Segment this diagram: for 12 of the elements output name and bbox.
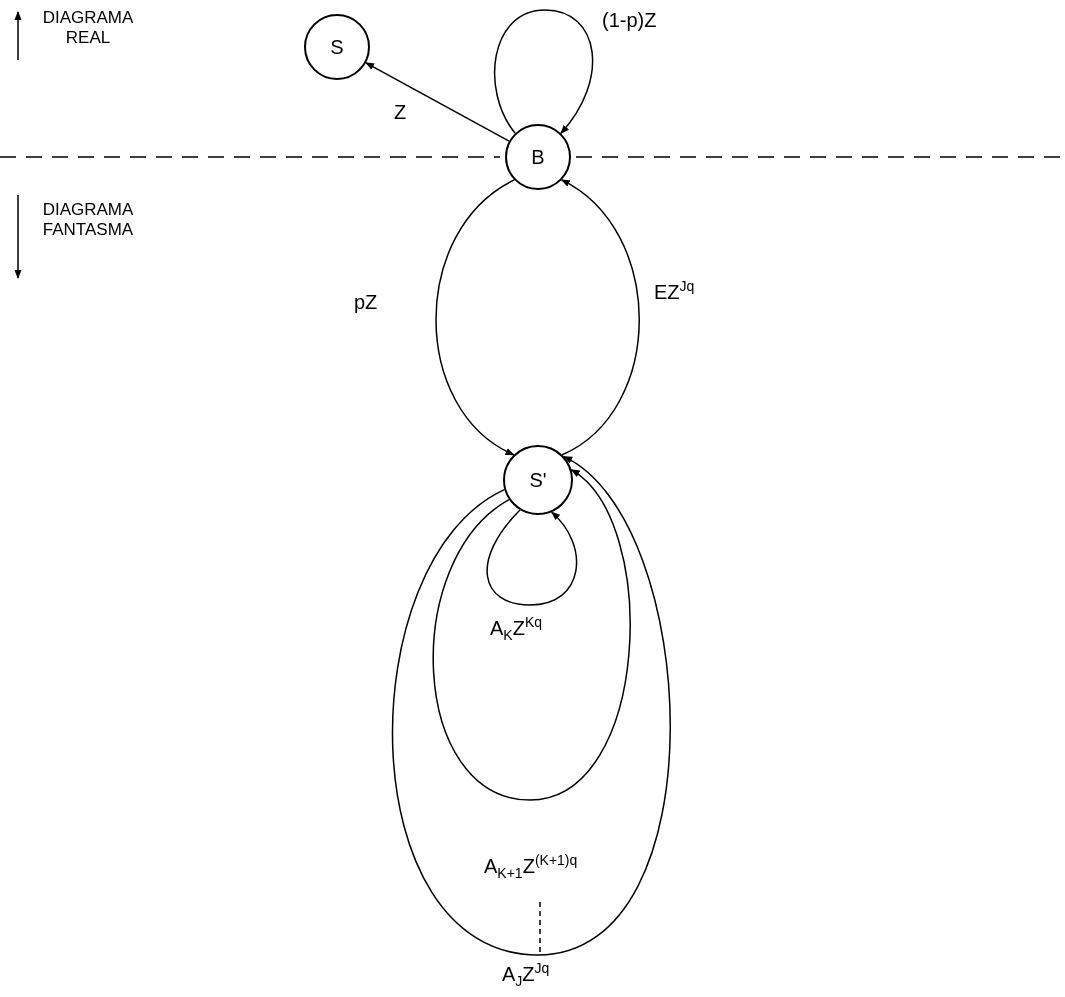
arrow <box>435 179 516 456</box>
loop-arrow <box>432 469 631 801</box>
section-label: DIAGRAMA REAL <box>41 8 135 49</box>
state-circle: S <box>304 14 370 80</box>
arrow <box>560 179 640 456</box>
arrow <box>365 62 510 142</box>
section-label: DIAGRAMA FANTASMA <box>41 200 135 241</box>
state-circle: S' <box>503 445 573 515</box>
state-circle: B <box>505 124 571 190</box>
loop-arrow <box>486 509 578 606</box>
loop-arrow <box>493 9 594 135</box>
loop-arrow <box>392 455 671 956</box>
